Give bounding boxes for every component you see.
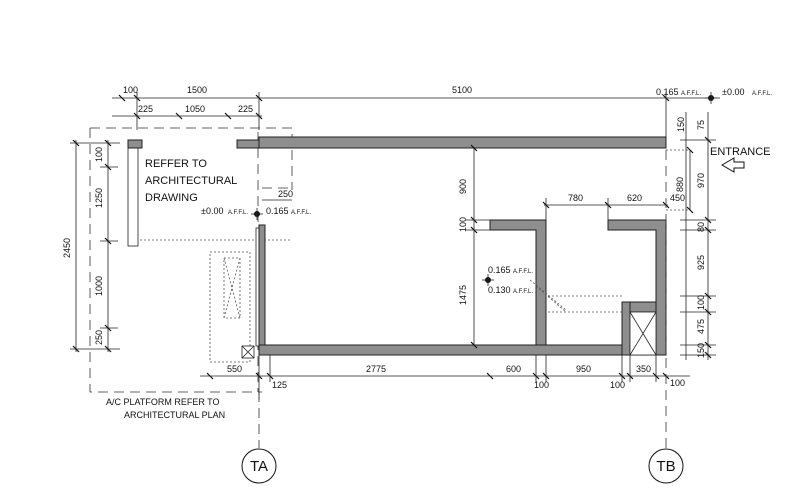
- dim-bottom-600: 600: [506, 364, 521, 374]
- bottom-dimension-chain: [200, 355, 690, 400]
- dim-left-1250: 1250: [94, 188, 104, 208]
- dim-bottom-550: 550: [227, 364, 242, 374]
- dim-top-100: 100: [123, 85, 138, 95]
- level-suffix: A.F.F.L.: [752, 91, 772, 97]
- left-partition: [127, 139, 139, 247]
- dim-right-880: 880: [675, 177, 685, 192]
- dim-right-970: 970: [696, 173, 706, 188]
- dim-top-right-75: 75: [696, 120, 706, 130]
- dim-top-1500: 1500: [187, 85, 207, 95]
- dim-bottom-950: 950: [576, 364, 591, 374]
- note-refer-line-1: REFFER TO: [145, 158, 207, 170]
- grid-bubble-tb: [648, 448, 684, 484]
- left-dimension-chain: [70, 139, 120, 353]
- level-suffix: A.F.F.L.: [291, 210, 311, 216]
- level-suffix: A.F.F.L.: [513, 289, 533, 295]
- dim-bottom-350: 350: [636, 364, 651, 374]
- level-left-0165: 0.165: [266, 206, 289, 216]
- walls: [127, 136, 667, 356]
- dim-right-80: 80: [696, 222, 706, 232]
- dim-top-right-150: 150: [676, 117, 686, 132]
- dim-bottom-100-b: 100: [610, 380, 625, 390]
- small-shaft-left: [241, 345, 255, 359]
- dim-interior-780: 780: [568, 193, 583, 203]
- dim-interior-250: 250: [278, 189, 293, 199]
- grid-bubble-ta: [241, 448, 277, 484]
- dim-right-925: 925: [696, 255, 706, 270]
- entrance-arrow-icon: [721, 157, 745, 173]
- dim-left-2450: 2450: [62, 238, 72, 258]
- top-dimension-chain: [112, 92, 720, 140]
- note-ac-platform-line-1: A/C PLATFORM REFER TO: [106, 397, 220, 407]
- level-suffix: A.F.F.L.: [681, 91, 701, 97]
- level-top-right-000: ±0.00: [722, 87, 744, 97]
- dim-top-5100: 5100: [452, 85, 472, 95]
- interior-dimension-lines: [262, 144, 694, 349]
- dim-left-250: 250: [94, 330, 104, 345]
- dim-left-100: 100: [94, 147, 104, 162]
- dim-right-150: 150: [696, 343, 706, 358]
- level-mid-0130: 0.130: [488, 285, 511, 295]
- level-suffix: A.F.F.L.: [228, 210, 248, 216]
- dim-interior-1475: 1475: [458, 285, 468, 305]
- dim-interior-620: 620: [627, 193, 642, 203]
- dim-interior-100: 100: [458, 217, 468, 232]
- dim-bottom-2775: 2775: [366, 364, 386, 374]
- level-suffix: A.F.F.L.: [513, 269, 533, 275]
- service-shaft: [629, 311, 657, 356]
- grid-label-ta: TA: [250, 458, 268, 475]
- level-mid-0165: 0.165: [488, 265, 511, 275]
- floor-step-outline: [535, 285, 622, 313]
- dim-bottom-125: 125: [272, 380, 287, 390]
- dim-left-1000: 1000: [94, 276, 104, 296]
- dim-bottom-100-c: 100: [670, 378, 685, 388]
- dim-right-100: 100: [696, 295, 706, 310]
- level-top-right-0165: 0.165: [656, 87, 679, 97]
- dim-interior-450: 450: [670, 193, 685, 203]
- entrance-label: ENTRANCE: [710, 146, 771, 158]
- dim-interior-900: 900: [458, 179, 468, 194]
- note-ac-platform-line-2: ARCHITECTURAL PLAN: [124, 410, 225, 420]
- grid-label-tb: TB: [656, 458, 675, 475]
- dim-bottom-100-a: 100: [534, 380, 549, 390]
- dim-top-225-right: 225: [238, 104, 253, 114]
- dim-top-225-left: 225: [138, 104, 153, 114]
- right-dimension-chain: [680, 112, 716, 360]
- level-marker-mid: [482, 274, 567, 311]
- note-refer-line-3: DRAWING: [145, 192, 198, 204]
- dim-right-475: 475: [696, 319, 706, 334]
- note-refer-line-2: ARCHITECTURAL: [145, 175, 237, 187]
- dim-top-1050: 1050: [185, 104, 205, 114]
- level-marker-left: [251, 208, 263, 220]
- grid-lines: [258, 150, 667, 448]
- level-marker-top-right: [705, 92, 717, 104]
- level-left-000: ±0.00: [201, 206, 223, 216]
